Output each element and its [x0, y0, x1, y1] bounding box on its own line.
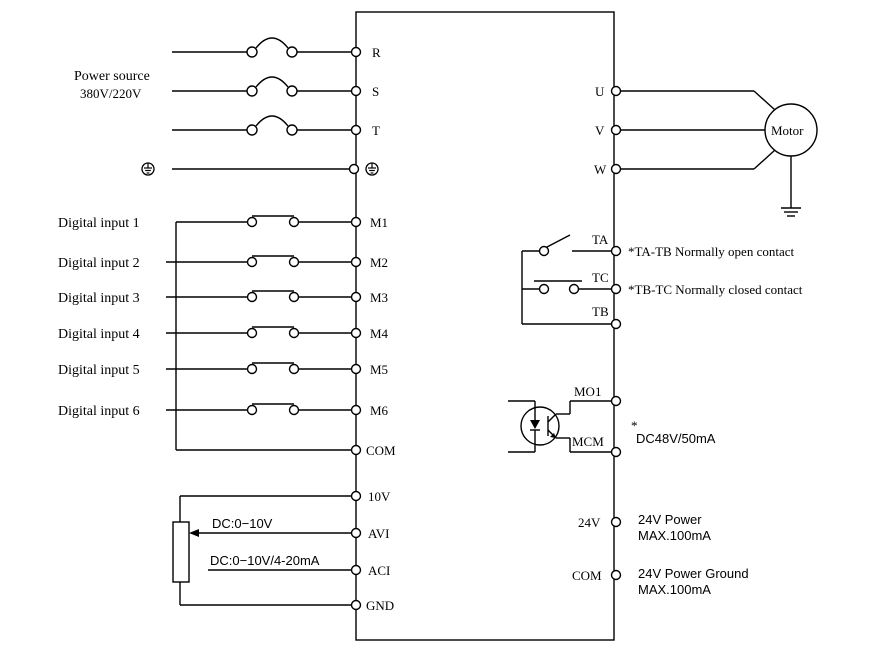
terminal-10v: 10V — [368, 489, 391, 504]
terminal-m1: M1 — [370, 215, 388, 230]
terminal-w: W — [594, 162, 607, 177]
terminal-avi: AVI — [368, 526, 389, 541]
drive-enclosure — [355, 11, 615, 641]
terminal-24v-point — [610, 516, 622, 528]
terminal-m4: M4 — [370, 326, 389, 341]
digital-input-4-label: Digital input 4 — [58, 327, 140, 342]
digital-input-2-label: Digital input 2 — [58, 256, 140, 271]
ta-tb-note: *TA-TB Normally open contact — [628, 244, 794, 259]
terminal-m3: M3 — [370, 290, 388, 305]
v24-max-label: MAX.100mA — [638, 528, 711, 543]
terminal-s: S — [372, 84, 379, 99]
power-source-label: Power source — [74, 69, 150, 84]
mo-rating: DC48V/50mA — [636, 431, 716, 446]
digital-input-5-label: Digital input 5 — [58, 363, 140, 378]
mo-star: * — [631, 418, 638, 433]
avi-range-note: DC:0−10V — [212, 516, 273, 531]
digital-input-6-label: Digital input 6 — [58, 404, 140, 419]
ground-icon — [141, 162, 155, 176]
terminal-u: U — [595, 84, 605, 99]
digital-input-1-label: Digital input 1 — [58, 216, 140, 231]
terminal-aci: ACI — [368, 563, 390, 578]
terminal-m5: M5 — [370, 362, 388, 377]
tb-tc-note: *TB-TC Normally closed contact — [628, 282, 803, 297]
aci-range-note: DC:0−10V/4-20mA — [210, 553, 320, 568]
digital-input-3-label: Digital input 3 — [58, 291, 140, 306]
terminal-t: T — [372, 123, 380, 138]
power-voltage-label: 380V/220V — [80, 86, 142, 101]
com-ground-label: 24V Power Ground — [638, 566, 749, 581]
motor-output-lines — [610, 85, 818, 217]
power-input-lines — [172, 37, 362, 175]
terminal-tb: TB — [592, 304, 609, 319]
terminal-v: V — [595, 123, 605, 138]
terminal-ta: TA — [592, 232, 609, 247]
terminal-24v: 24V — [578, 515, 601, 530]
analog-input-lines — [172, 490, 362, 611]
motor-label: Motor — [771, 123, 804, 138]
terminal-gnd: GND — [366, 598, 394, 613]
com-max-label: MAX.100mA — [638, 582, 711, 597]
terminal-com: COM — [366, 443, 396, 458]
terminal-m6: M6 — [370, 403, 389, 418]
terminal-mcm: MCM — [572, 434, 604, 449]
terminal-com2-point — [610, 569, 622, 581]
relay-output-lines — [521, 234, 622, 330]
ground-terminal-icon — [365, 162, 379, 176]
terminal-mo1: MO1 — [574, 384, 601, 399]
terminal-m2: M2 — [370, 255, 388, 270]
photocoupler-output — [508, 395, 622, 458]
v24-power-label: 24V Power — [638, 512, 702, 527]
terminal-tc: TC — [592, 270, 609, 285]
terminal-r: R — [372, 45, 381, 60]
terminal-com2: COM — [572, 568, 602, 583]
digital-input-lines — [166, 215, 362, 456]
